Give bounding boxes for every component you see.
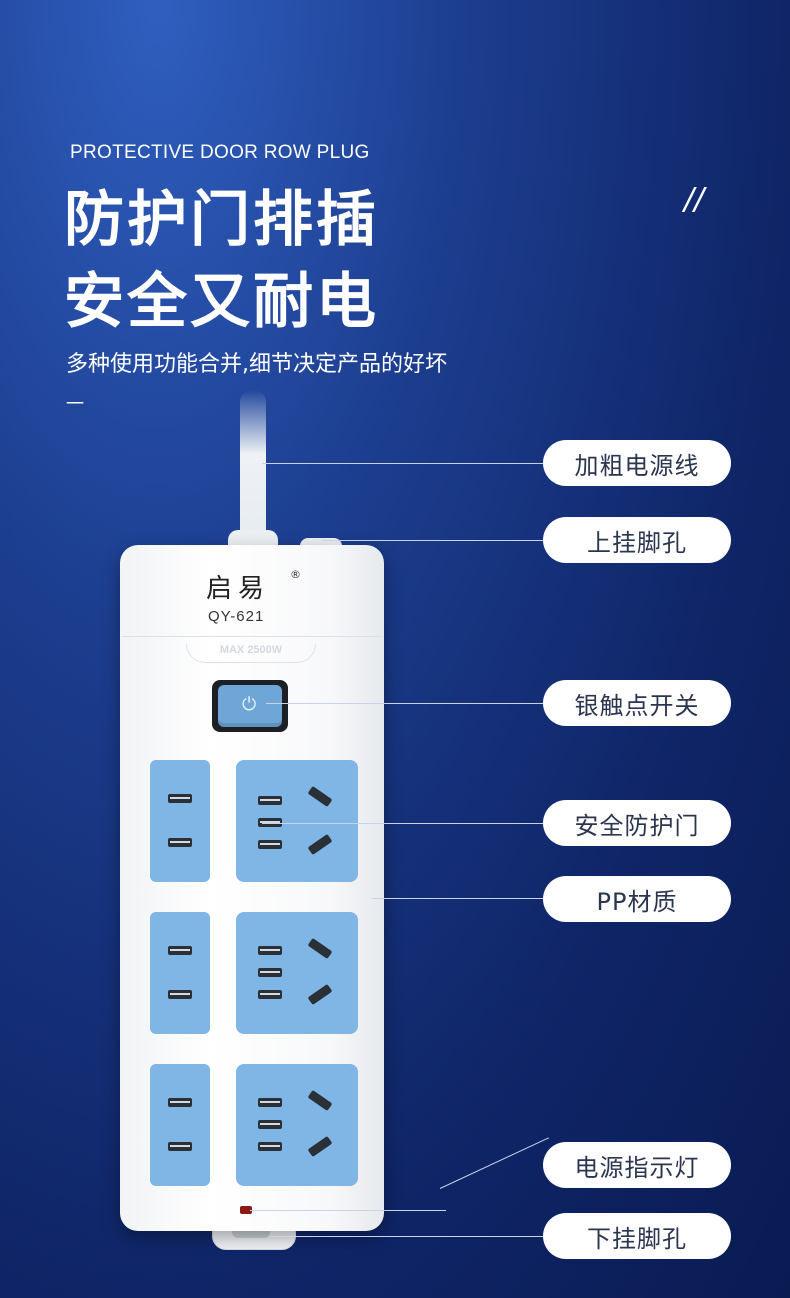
power-icon: ⏻ [242, 694, 257, 715]
callout-top-hang-hole: 上挂脚孔 [543, 517, 731, 563]
socket-three-pin [236, 760, 358, 882]
socket-slot [168, 794, 192, 803]
callout-pp-material: PP材质 [543, 876, 731, 922]
callout-line-led [250, 1210, 446, 1211]
socket-slot [168, 990, 192, 999]
socket-slot [258, 1142, 282, 1151]
callout-silver-contact-switch: 银触点开关 [543, 680, 731, 726]
socket-slot [168, 946, 192, 955]
socket-slot [307, 785, 333, 808]
headline-line-2: 安全又耐电 [64, 267, 379, 337]
socket-slot [168, 1142, 192, 1151]
socket-two-pin [150, 1064, 210, 1186]
subtitle-english: PROTECTIVE DOOR ROW PLUG [70, 142, 370, 163]
socket-slot [258, 818, 282, 827]
strip-divider [122, 636, 382, 637]
tagline-dash: 一 [66, 394, 84, 415]
socket-two-pin [150, 912, 210, 1034]
callout-line-bottom-hang [270, 1236, 543, 1237]
slash-decoration: // [684, 182, 705, 217]
socket-slot [307, 833, 333, 856]
registered-mark: ® [290, 568, 301, 581]
power-switch-button [218, 685, 282, 727]
socket-slot [258, 796, 282, 805]
callout-line-cord [262, 463, 543, 464]
tagline: 多种使用功能合并,细节决定产品的好坏 [66, 352, 447, 377]
socket-slot [307, 1089, 333, 1112]
callout-thick-power-cord: 加粗电源线 [543, 440, 731, 486]
headline-line-1: 防护门排插 [64, 185, 379, 255]
callout-line-top-hang [322, 540, 543, 541]
socket-two-pin [150, 760, 210, 882]
callout-line-material [372, 898, 543, 899]
callout-bottom-hang-hole: 下挂脚孔 [543, 1213, 731, 1259]
socket-slot [258, 946, 282, 955]
socket-slot [307, 983, 333, 1006]
callout-line-door [262, 823, 543, 824]
socket-three-pin [236, 912, 358, 1034]
brand-logo: 启易 [206, 574, 271, 604]
socket-slot [258, 968, 282, 977]
socket-slot [168, 838, 192, 847]
socket-slot [168, 1098, 192, 1107]
socket-three-pin [236, 1064, 358, 1186]
model-number: QY-621 [208, 608, 265, 625]
callout-safety-door: 安全防护门 [543, 800, 731, 846]
socket-slot [307, 1135, 333, 1158]
callout-line-led-diagonal [439, 1137, 549, 1189]
socket-slot [258, 1098, 282, 1107]
socket-slot [258, 990, 282, 999]
callout-line-switch [266, 703, 543, 704]
socket-slot [307, 937, 333, 960]
socket-slot [258, 840, 282, 849]
callout-power-indicator: 电源指示灯 [543, 1142, 731, 1188]
power-cord [240, 390, 266, 550]
max-power-rating: MAX 2500W [186, 644, 316, 663]
power-indicator-led [240, 1206, 252, 1214]
socket-slot [258, 1120, 282, 1129]
